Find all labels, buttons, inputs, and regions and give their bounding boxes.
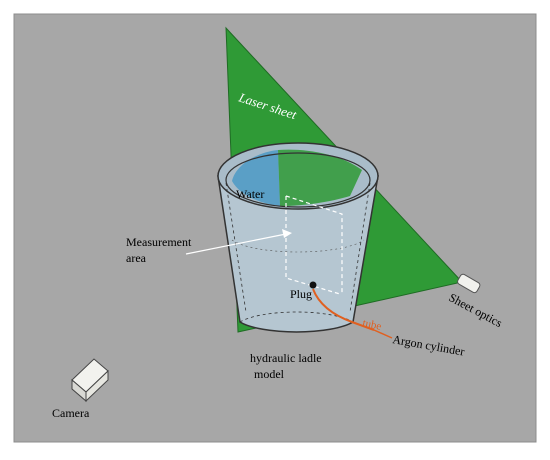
sheet-optics-icon: [457, 273, 481, 294]
tube-line: [312, 288, 375, 331]
ladle-label-line2: model: [254, 367, 285, 381]
plug-dot: [309, 281, 317, 289]
camera-icon: [71, 358, 109, 403]
camera-label: Camera: [52, 406, 90, 420]
measurement-area: [285, 195, 343, 295]
water-region: [232, 150, 280, 206]
ladle-label-line1: hydraulic ladle: [250, 351, 322, 365]
measurement-label-line2: area: [126, 251, 147, 265]
measurement-label-line1: Measurement: [126, 235, 192, 249]
plug-label: Plug: [290, 287, 312, 301]
measurement-arrow: [185, 229, 292, 255]
tube-label: tube: [361, 317, 382, 333]
water-label: Water: [236, 187, 264, 201]
tube-leader: [373, 329, 393, 339]
ladle-vessel: [217, 142, 379, 333]
